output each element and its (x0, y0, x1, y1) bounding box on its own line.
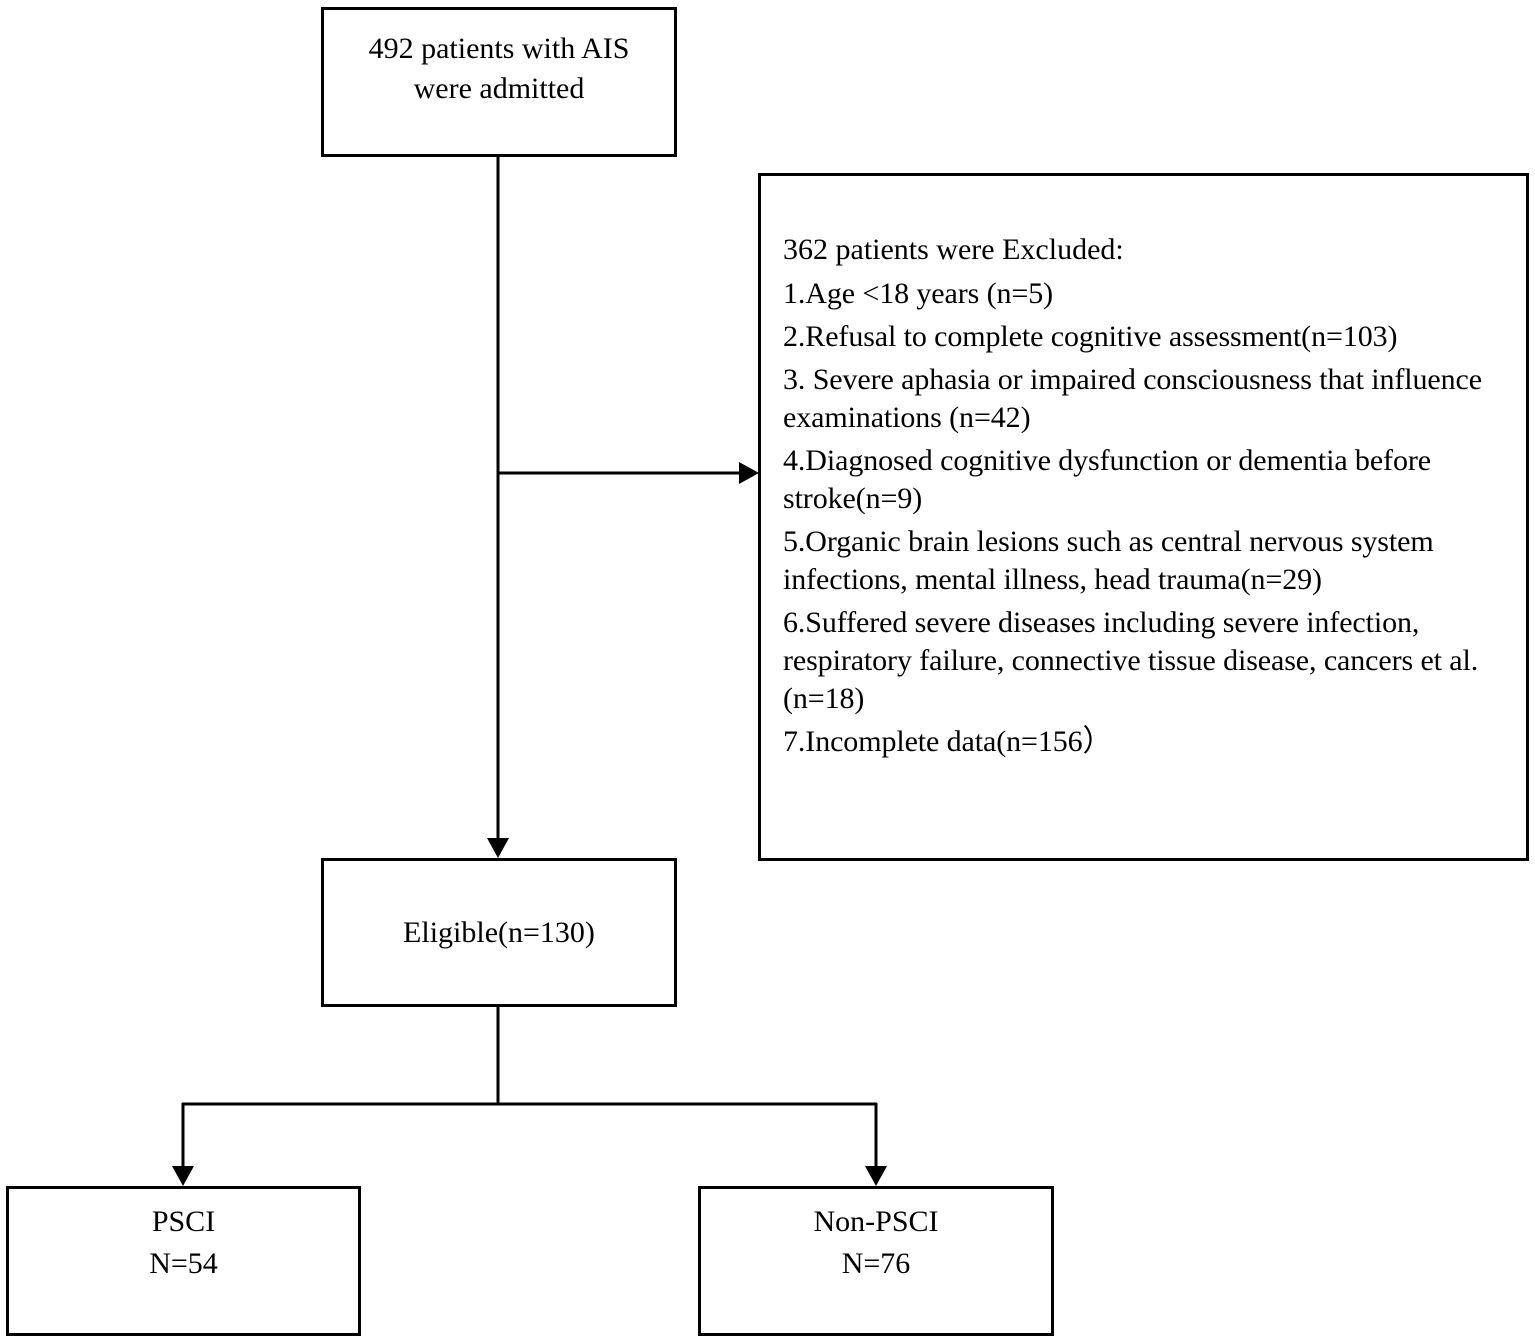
arrowhead-psci (172, 1166, 194, 1186)
non-psci-box: Non-PSCI N=76 (698, 1186, 1054, 1336)
psci-box: PSCI N=54 (6, 1186, 361, 1336)
psci-label: PSCI (151, 1205, 216, 1238)
excluded-item-7: 7.Incomplete data(n=156） (783, 725, 1113, 758)
excluded-item-4: 4.Diagnosed cognitive dysfunction or dem… (783, 444, 1431, 515)
eligible-label: Eligible(n=130) (403, 915, 595, 949)
eligible-box: Eligible(n=130) (321, 858, 677, 1007)
non-psci-count: N=76 (841, 1247, 911, 1280)
arrowhead-non-psci (865, 1166, 887, 1186)
excluded-title: 362 patients were Excluded: (783, 233, 1124, 266)
excluded-item-1: 1.Age <18 years (n=5) (783, 277, 1053, 310)
arrowhead-eligible (487, 838, 509, 858)
arrowhead-excluded (739, 462, 759, 484)
excluded-item-5: 5.Organic brain lesions such as central … (783, 525, 1434, 596)
excluded-item-2: 2.Refusal to complete cognitive assessme… (783, 320, 1398, 353)
excluded-item-6: 6.Suffered severe diseases including sev… (783, 606, 1479, 715)
non-psci-label: Non-PSCI (813, 1205, 939, 1238)
admitted-box: 492 patients with AIS were admitted (321, 7, 677, 157)
psci-count: N=54 (149, 1247, 218, 1280)
admitted-line2: were admitted (413, 72, 585, 105)
admitted-line1: 492 patients with AIS (368, 32, 630, 65)
excluded-item-3: 3. Severe aphasia or impaired consciousn… (783, 363, 1482, 434)
excluded-box: 362 patients were Excluded: 1.Age <18 ye… (758, 173, 1529, 861)
